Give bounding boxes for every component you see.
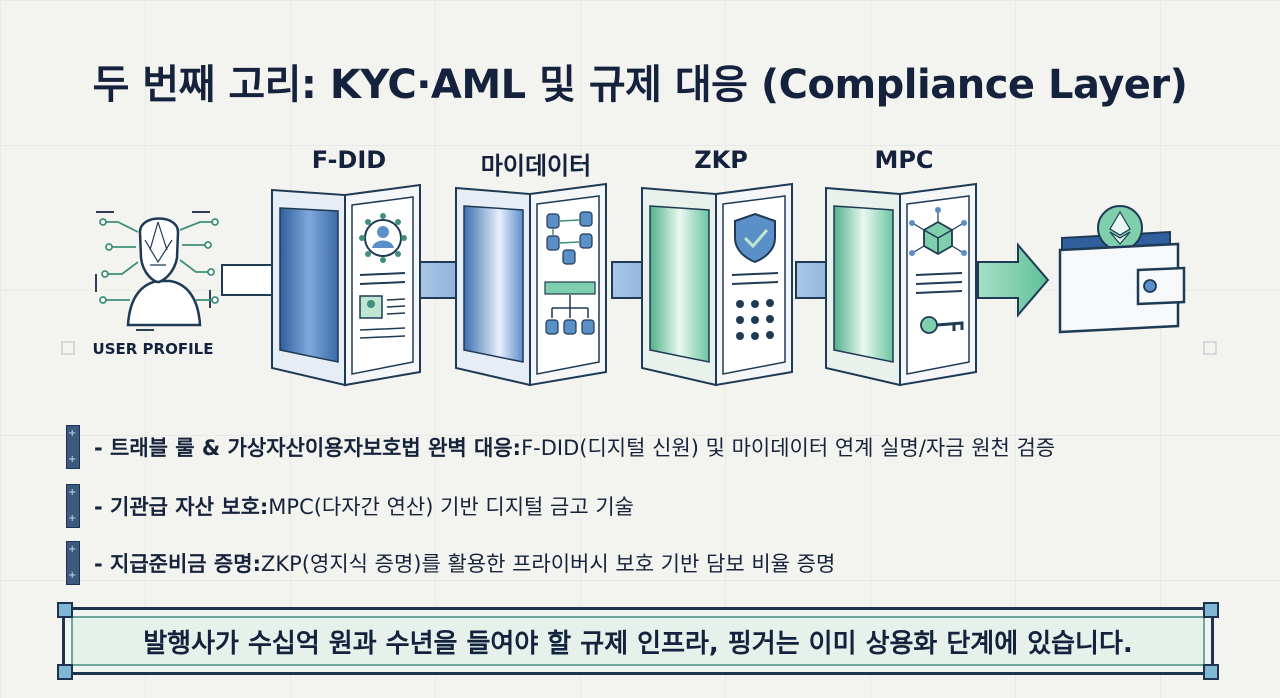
summary-banner: 발행사가 수십억 원과 수년을 들여야 할 규제 인프라, 핑거는 이미 상용화… (57, 602, 1219, 680)
stage-gate-zkp (641, 182, 793, 387)
arrow-mpc-to-wallet (977, 242, 1050, 318)
stage-gate-mydata (455, 182, 607, 387)
stage-gate-fdid (271, 183, 421, 387)
banner-corner (57, 664, 73, 680)
stage-label-mydata: 마이데이터 (480, 152, 592, 180)
stage-gate-mpc (825, 182, 977, 387)
stage-label-zkp: ZKP (694, 146, 748, 174)
bullet-head: - 기관급 자산 보호: (94, 495, 269, 519)
stage-label-fdid: F-DID (311, 146, 387, 174)
key-icon (920, 316, 964, 334)
bullet-custody: - 기관급 자산 보호: MPC(다자간 연산) 기반 디지털 금고 기술 (66, 484, 634, 528)
bullet-head: - 트래블 룰 & 가상자산이용자보호법 완벽 대응: (94, 436, 522, 460)
bullet-head: - 지급준비금 증명: (94, 552, 261, 576)
data-flow-icon (546, 211, 593, 265)
wallet-ethereum-icon (1058, 205, 1186, 334)
user-network-icon (359, 213, 407, 263)
bullet-marker (66, 425, 80, 469)
bullet-travel-rule: - 트래블 룰 & 가상자산이용자보호법 완벽 대응: F-DID(디지털 신원… (66, 425, 1055, 469)
summary-banner-text: 발행사가 수십억 원과 수년을 들여야 할 규제 인프라, 핑거는 이미 상용화… (143, 628, 1133, 659)
banner-corner (1203, 664, 1219, 680)
banner-corner (1203, 602, 1219, 618)
user-profile-label: USER PROFILE (92, 340, 214, 358)
stage-label-mpc: MPC (874, 146, 934, 174)
bullet-body: ZKP(영지식 증명)를 활용한 프라이버시 보호 기반 담보 비율 증명 (260, 552, 836, 576)
summary-banner-inner: 발행사가 수십억 원과 수년을 들여야 할 규제 인프라, 핑거는 이미 상용화… (71, 616, 1205, 666)
banner-corner (57, 602, 73, 618)
cube-network-icon (909, 207, 967, 256)
shield-check-icon (734, 212, 776, 264)
user-profile-icon (95, 211, 219, 331)
bullet-proof-of-reserve: - 지급준비금 증명: ZKP(영지식 증명)를 활용한 프라이버시 보호 기반… (66, 541, 835, 585)
bullet-marker (66, 484, 80, 528)
bullet-body: MPC(다자간 연산) 기반 디지털 금고 기술 (268, 495, 634, 519)
bullet-marker (66, 541, 80, 585)
bullet-body: F-DID(디지털 신원) 및 마이데이터 연계 실명/자금 원천 검증 (521, 436, 1056, 460)
page-title: 두 번째 고리: KYC·AML 및 규제 대응 (Compliance Lay… (92, 62, 1188, 108)
